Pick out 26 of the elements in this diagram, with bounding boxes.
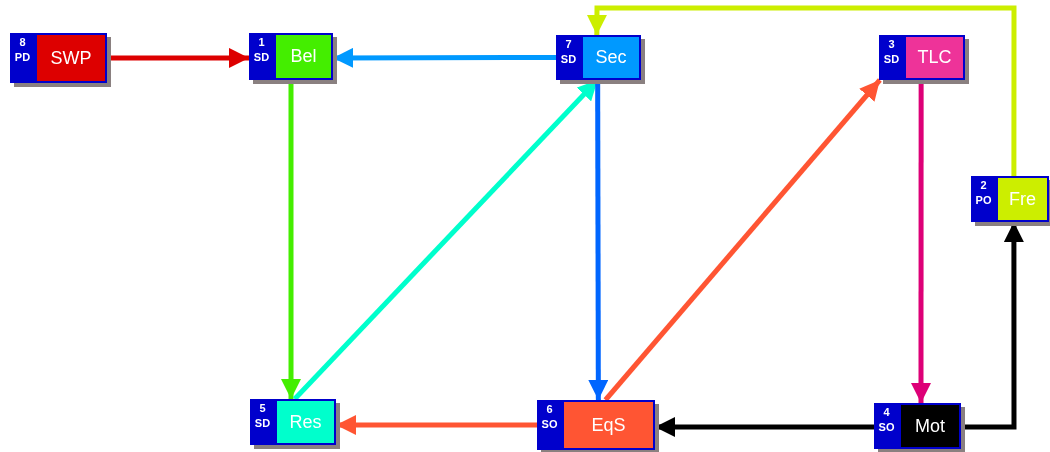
node-name: Bel: [290, 45, 317, 68]
node-number: 6: [546, 402, 553, 417]
node-type: SD: [254, 416, 271, 431]
node-number: 8: [19, 35, 26, 50]
node-number: 1: [258, 35, 265, 50]
node-type: SO: [541, 417, 558, 432]
node-number: 3: [888, 37, 895, 52]
arrow: [603, 78, 882, 402]
node-name: EqS: [591, 413, 626, 437]
node-type: SO: [878, 420, 895, 435]
node-type: SD: [560, 52, 577, 67]
node-type: SD: [883, 52, 900, 67]
node-name: Res: [289, 410, 322, 434]
node-number: 7: [565, 37, 572, 52]
node-number: 2: [980, 178, 987, 193]
node-name: Mot: [915, 414, 945, 438]
node-name: Sec: [595, 46, 627, 69]
node-name: Fre: [1009, 187, 1036, 211]
arrow: [586, 5, 1017, 176]
node-type: PD: [14, 50, 31, 65]
node-type: PO: [975, 193, 992, 208]
node-number: 5: [259, 401, 266, 416]
node-name: TLC: [917, 46, 952, 69]
node-name: SWP: [50, 46, 92, 70]
node-number: 4: [883, 405, 890, 420]
node-type: SD: [253, 50, 270, 65]
